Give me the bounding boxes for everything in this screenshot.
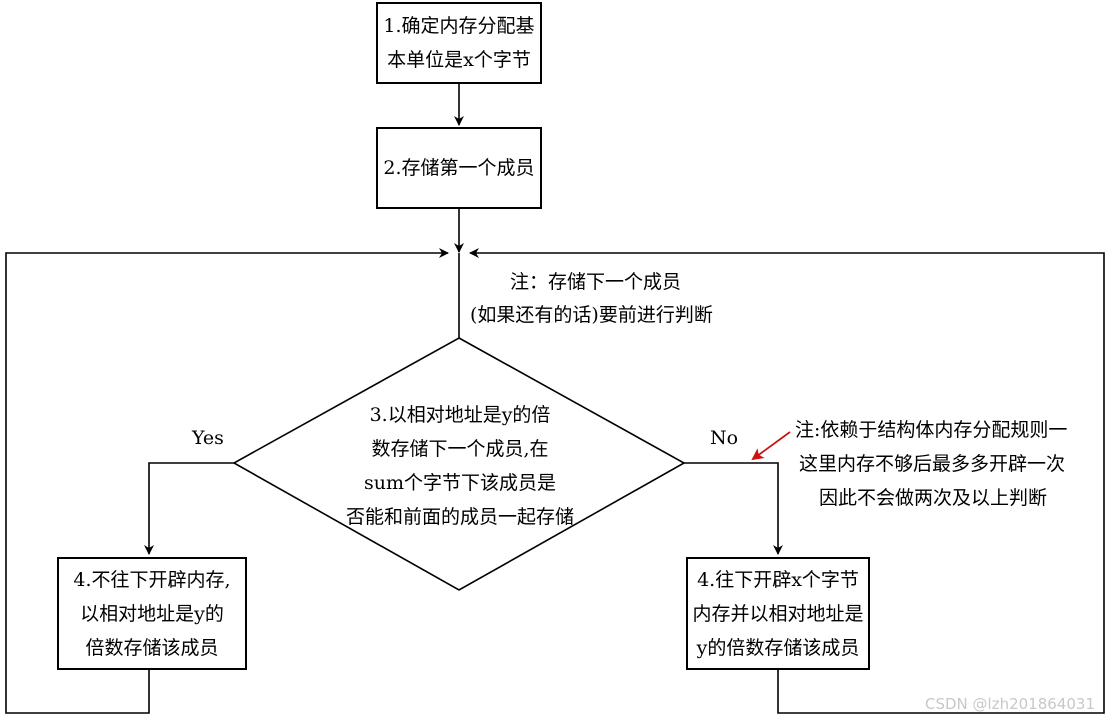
note-right-line-3: 因此不会做两次及以上判断 bbox=[819, 487, 1048, 509]
note-arrow-red bbox=[751, 431, 791, 461]
decision-line-2: 数存储下一个成员,在 bbox=[371, 438, 549, 460]
decision-line-1: 3.以相对地址是y的倍 bbox=[369, 404, 551, 426]
decision-diamond bbox=[232, 337, 686, 591]
decision-line-3: sum个字节下该成员是 bbox=[363, 472, 556, 494]
step4-left-box: 4.不往下开辟内存, 以相对地址是y的 倍数存储该成员 bbox=[57, 557, 247, 670]
watermark: CSDN @lzh201864031 bbox=[925, 695, 1095, 713]
note-right-line-2: 这里内存不够后最多多开辟一次 bbox=[799, 453, 1066, 475]
decision-line-4: 否能和前面的成员一起存储 bbox=[345, 506, 574, 528]
step1-line-1: 1.确定内存分配基 bbox=[383, 15, 535, 37]
yes-label: Yes bbox=[192, 427, 224, 449]
note-right: 注:依赖于结构体内存分配规则一 这里内存不够后最多多开辟一次 因此不会做两次及以… bbox=[795, 413, 1067, 515]
step4-right-line-1: 4.往下开辟x个字节 bbox=[697, 568, 859, 591]
edge-loop-right bbox=[469, 248, 1105, 714]
step4-right-line-2: 内存并以相对地址是 bbox=[692, 602, 864, 625]
note-top-line-2: (如果还有的话)要前进行判断 bbox=[470, 304, 713, 326]
no-label: No bbox=[710, 427, 739, 449]
note-right-line-1: 注:依赖于结构体内存分配规则一 bbox=[795, 419, 1068, 441]
step4-left-line-3: 倍数存储该成员 bbox=[85, 636, 219, 659]
step1-line-2: 本单位是x个字节 bbox=[387, 49, 531, 71]
step1-box: 1.确定内存分配基 本单位是x个字节 bbox=[376, 2, 542, 84]
edge-loop-left bbox=[5, 248, 449, 714]
edge-no-branch bbox=[684, 462, 783, 555]
step4-right-box: 4.往下开辟x个字节 内存并以相对地址是 y的倍数存储该成员 bbox=[686, 557, 870, 670]
edge-yes-branch bbox=[144, 462, 234, 555]
step4-left-line-2: 以相对地址是y的 bbox=[80, 602, 224, 625]
step4-left-line-1: 4.不往下开辟内存, bbox=[73, 568, 231, 591]
step2-line-1: 2.存储第一个成员 bbox=[383, 157, 535, 179]
step4-right-line-3: y的倍数存储该成员 bbox=[696, 636, 860, 659]
note-top-line-1: 注：存储下一个成员 bbox=[510, 271, 682, 293]
step2-box: 2.存储第一个成员 bbox=[376, 127, 542, 209]
decision-text: 3.以相对地址是y的倍 数存储下一个成员,在 sum个字节下该成员是 否能和前面… bbox=[310, 398, 610, 534]
